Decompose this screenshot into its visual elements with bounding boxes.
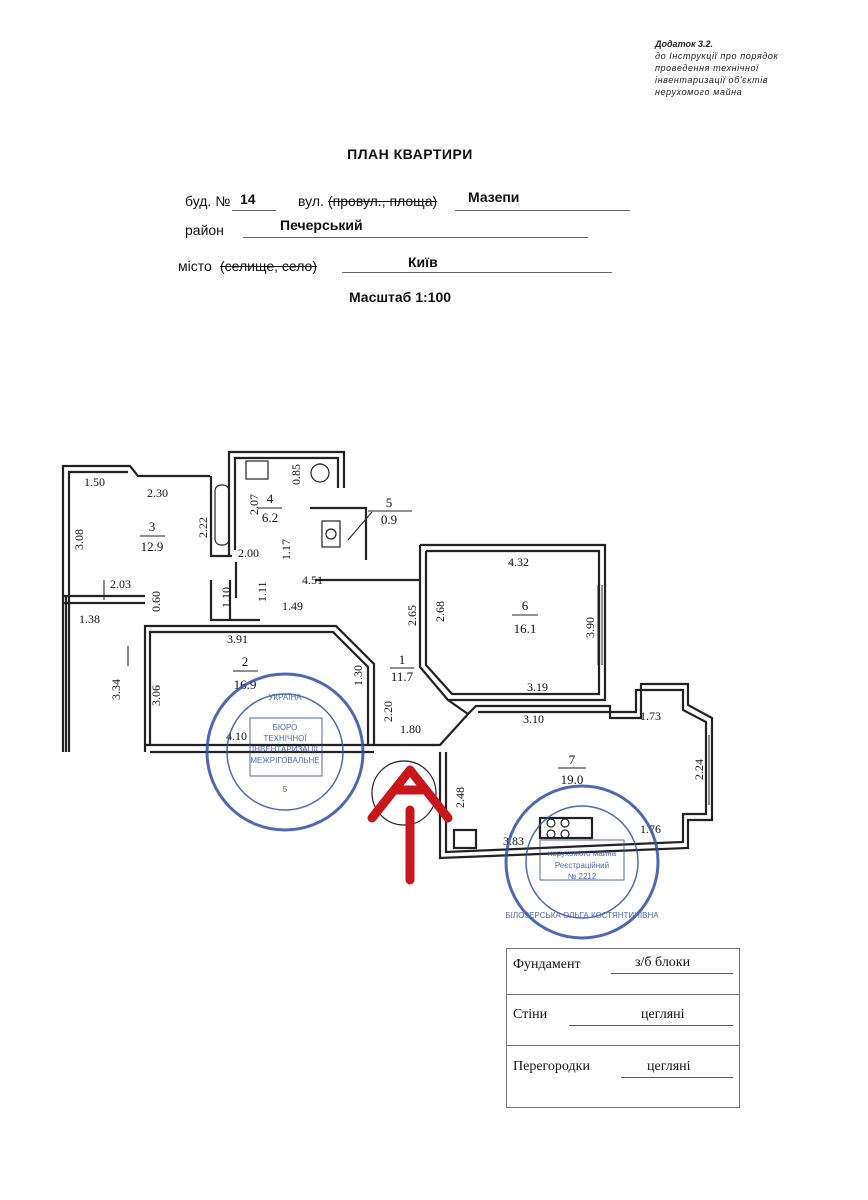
district-value: Печерський	[280, 217, 363, 233]
stamp2-line3: № 2212	[568, 872, 597, 881]
building-value: 14	[240, 191, 256, 207]
dim-29: 1.73	[640, 709, 661, 723]
partitions-value: цегляні	[647, 1059, 691, 1074]
annex-line: Додаток 3.2.	[655, 39, 714, 49]
dim-20: 2.20	[381, 701, 395, 722]
dim-18: 3.06	[149, 685, 163, 706]
dim-28: 3.10	[523, 712, 544, 726]
stamp1-line3: ІНВЕНТАРИЗАЦІЇ	[252, 745, 319, 754]
district-label: район	[185, 222, 224, 238]
scale-label: Масштаб 1:100	[348, 289, 452, 305]
stamp1-top: УКРАЇНА	[268, 693, 302, 702]
dim-15: 1.38	[79, 612, 100, 626]
room-4-area: 6.2	[262, 510, 278, 525]
stamp1-line2: ТЕХНІЧНОЇ	[263, 734, 307, 743]
room-5-area: 0.9	[381, 512, 397, 527]
dim-21: 1.80	[400, 722, 421, 736]
annex-line: проведення технічної	[655, 63, 759, 73]
annex-line: нерухомого майна	[655, 87, 743, 97]
dim-22: 4.10	[226, 729, 247, 743]
city-value: Київ	[408, 254, 438, 270]
stamp1-line4: МЕЖРІГОВАЛЬНЕ	[250, 756, 319, 765]
street-struck: (провул., площа)	[328, 193, 438, 209]
windows	[103, 580, 710, 805]
room-7-number: 7	[569, 752, 576, 767]
city-label: місто	[178, 258, 212, 274]
city-struck: (селище, село)	[220, 258, 317, 274]
dim-5: 2.07	[247, 494, 261, 515]
walls-value: цегляні	[641, 1007, 685, 1022]
building-underline	[232, 210, 276, 211]
dim-12: 1.49	[282, 599, 303, 613]
walls-label: Стіни	[513, 1007, 548, 1022]
stamp2-line2: Реєстраційний	[555, 861, 609, 870]
annex-note: Додаток 3.2. до Інструкції про порядок п…	[655, 38, 778, 98]
dim-6: 0.85	[289, 464, 303, 485]
foundation-label: Фундамент	[513, 957, 581, 972]
dim-32: 3.83	[503, 834, 524, 848]
street-underline	[455, 210, 630, 211]
dim-4: 2.22	[196, 517, 210, 538]
dim-24: 2.68	[433, 601, 447, 622]
dim-7: 1.17	[279, 539, 293, 560]
stamp1-num: 5	[283, 785, 288, 794]
dim-9: 4.51	[302, 573, 323, 587]
materials-table: Фундамент з/б блоки Стіни цегляні Перего…	[506, 948, 740, 1108]
city-underline	[342, 272, 612, 273]
dim-13: 0.60	[149, 591, 163, 612]
page-title: ПЛАН КВАРТИРИ	[347, 146, 473, 162]
room-3-area: 12.9	[141, 539, 164, 554]
room-1-number: 1	[399, 652, 406, 667]
entrance-arrow-icon	[367, 765, 453, 885]
room-6-number: 6	[522, 598, 529, 613]
dim-30: 2.24	[692, 759, 706, 780]
room-1-area: 11.7	[391, 669, 414, 684]
street-label: вул.	[298, 193, 324, 209]
room-4-number: 4	[267, 491, 274, 506]
architect-stamp: нерухомого майна Реєстраційний № 2212 БІ…	[504, 784, 660, 940]
bti-stamp: УКРАЇНА БЮРО ТЕХНІЧНОЇ ІНВЕНТАРИЗАЦІЇ МЕ…	[205, 672, 365, 832]
stamp2-ring: БІЛОЗЕРСЬКА ОЛЬГА КОСТЯНТИНІВНА	[505, 911, 659, 920]
building-label: буд. №	[185, 193, 231, 209]
dim-3: 3.08	[72, 529, 86, 550]
dim-14: 2.03	[110, 577, 131, 591]
room-2-number: 2	[242, 654, 249, 669]
district-underline	[243, 237, 588, 238]
room-7-area: 19.0	[561, 772, 584, 787]
dim-11: 1.10	[219, 587, 233, 608]
entrance-marker	[371, 760, 437, 826]
dim-31: 2.48	[453, 787, 467, 808]
dim-19: 1.30	[351, 665, 365, 686]
plan-walls	[61, 450, 714, 860]
street-value: Мазепи	[468, 189, 520, 205]
annex-line: до Інструкції про порядок	[655, 51, 779, 61]
dim-23: 2.65	[405, 605, 419, 626]
room-3-number: 3	[149, 519, 156, 534]
dim-10: 1.11	[255, 581, 269, 602]
stamp2-line1: нерухомого майна	[548, 849, 617, 858]
stamp1-line1: БЮРО	[273, 723, 298, 732]
annex-line: інвентаризації об'єктів	[655, 75, 769, 85]
dim-16: 3.91	[227, 632, 248, 646]
dim-17: 3.34	[109, 679, 123, 700]
fixtures	[214, 460, 570, 839]
foundation-value: з/б блоки	[635, 955, 691, 970]
room-5-number: 5	[386, 495, 393, 510]
dim-25: 4.32	[508, 555, 529, 569]
dim-26: 3.90	[583, 617, 597, 638]
partitions-label: Перегородки	[513, 1059, 590, 1074]
room-label-dividers	[140, 507, 586, 769]
dim-8: 2.00	[238, 546, 259, 560]
room-6-area: 16.1	[514, 621, 537, 636]
dim-27: 3.19	[527, 680, 548, 694]
dim-1: 1.50	[84, 475, 105, 489]
dim-2: 2.30	[147, 486, 168, 500]
